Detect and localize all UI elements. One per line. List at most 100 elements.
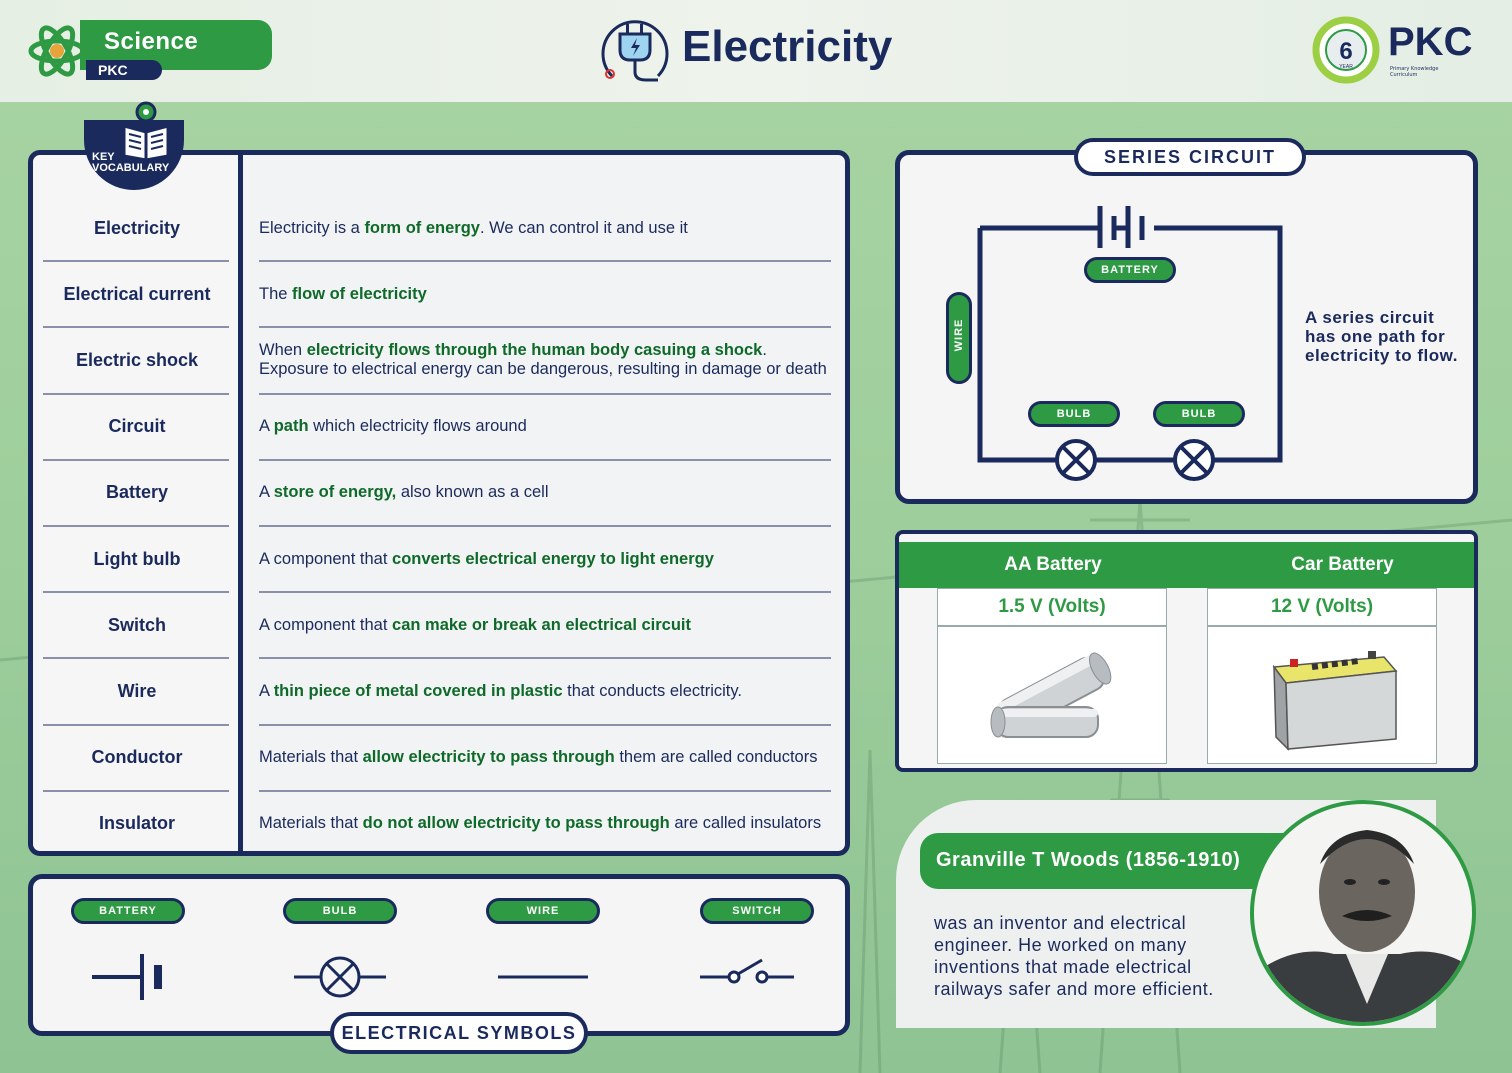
- pkc-logo: PKC: [1388, 20, 1473, 64]
- bulb-symbol-icon: [294, 956, 386, 998]
- definition-keyword: allow electricity to pass through: [362, 748, 615, 767]
- row-divider: [43, 657, 229, 660]
- row-divider: [43, 524, 229, 527]
- atom-logo-icon: [28, 25, 86, 77]
- car-battery-header: Car Battery: [1207, 542, 1474, 588]
- symbol-label-battery: BATTERY: [71, 898, 185, 924]
- vocabulary-term: Insulator: [98, 813, 175, 834]
- battery-comparison-panel: AA Battery Car Battery 1.5 V (Volts) 12 …: [895, 530, 1478, 772]
- vocabulary-definition: A component that converts electrical ene…: [259, 526, 831, 592]
- definition-text: A: [259, 681, 274, 700]
- key-vocabulary-label: KEY VOCABULARY: [92, 151, 170, 174]
- vocabulary-definition: When electricity flows through the human…: [259, 327, 831, 393]
- vocabulary-panel: Electricity Electricity is a form of ener…: [28, 150, 850, 856]
- definition-text: The: [259, 284, 293, 303]
- brand-tag: PKC: [86, 60, 162, 80]
- row-divider: [259, 657, 831, 660]
- vocabulary-row: Conductor Materials that allow electricit…: [33, 725, 845, 792]
- book-icon: [122, 101, 170, 162]
- definition-text: that conducts electricity.: [562, 681, 742, 700]
- vocabulary-definition: A path which electricity flows around: [259, 394, 831, 460]
- aa-battery-voltage: 1.5 V (Volts): [937, 588, 1167, 626]
- series-circuit-description: A series circuit has one path for electr…: [1305, 308, 1458, 365]
- symbol-label-bulb: BULB: [283, 898, 397, 924]
- year-label: YEAR: [1339, 64, 1353, 70]
- vocabulary-term: Wire: [117, 680, 157, 701]
- vocabulary-term: Battery: [105, 482, 169, 503]
- circuit-bulb-2: [1173, 439, 1215, 481]
- vocabulary-definition: The flow of electricity: [259, 261, 831, 327]
- switch-symbol-icon: [700, 958, 794, 984]
- row-divider: [43, 723, 229, 726]
- definition-text: Materials that: [259, 814, 363, 833]
- vocabulary-row: Insulator Materials that do not allow ele…: [33, 791, 845, 857]
- definition-text: also known as a cell: [396, 483, 549, 502]
- vocabulary-row: Battery A store of energy, also known as …: [33, 460, 845, 527]
- definition-keyword: flow of electricity: [292, 284, 427, 303]
- vocabulary-term: Electric shock: [75, 349, 199, 370]
- vocabulary-term: Light bulb: [93, 548, 181, 569]
- definition-text: A: [259, 483, 274, 502]
- row-divider: [43, 260, 229, 263]
- row-divider: [259, 260, 831, 263]
- row-divider: [43, 591, 229, 594]
- electrical-symbols-title: ELECTRICAL SYMBOLS: [330, 1012, 588, 1054]
- vocabulary-definition: Electricity is a form of energy. We can …: [259, 195, 831, 261]
- circuit-battery-label: BATTERY: [1084, 257, 1176, 283]
- circuit-bulb-label-2: BULB: [1153, 401, 1245, 427]
- definition-keyword: path: [273, 417, 309, 436]
- aa-battery-image: [937, 626, 1167, 764]
- row-divider: [43, 326, 229, 329]
- aa-battery-header: AA Battery: [899, 542, 1207, 588]
- row-divider: [259, 458, 831, 461]
- definition-text: which electricity flows around: [308, 417, 527, 436]
- row-divider: [259, 326, 831, 329]
- definition-text: . Exposure to electrical energy can be d…: [259, 341, 827, 379]
- definition-text: A component that: [259, 549, 393, 568]
- vocabulary-definition: A thin piece of metal covered in plastic…: [259, 658, 831, 724]
- car-battery-voltage: 12 V (Volts): [1207, 588, 1437, 626]
- vocabulary-term: Switch: [107, 614, 166, 635]
- definition-keyword: converts electrical energy to light ener…: [392, 549, 714, 568]
- definition-text: are called insulators: [669, 814, 822, 833]
- vocabulary-terms-column: [33, 155, 243, 851]
- car-battery-image: [1207, 626, 1437, 764]
- row-divider: [259, 524, 831, 527]
- circuit-wire-label-text: WIRE: [953, 318, 965, 352]
- series-circuit-title: SERIES CIRCUIT: [1074, 138, 1306, 176]
- row-divider: [259, 392, 831, 395]
- plug-icon: [601, 20, 669, 82]
- row-divider: [259, 723, 831, 726]
- page-title: Electricity: [682, 22, 893, 71]
- series-circuit-diagram: [977, 206, 1283, 481]
- circuit-wire-label: WIRE: [946, 292, 972, 384]
- definition-keyword: thin piece of metal covered in plastic: [273, 681, 563, 700]
- granville-woods-bio: was an inventor and electrical engineer.…: [934, 913, 1214, 999]
- row-divider: [259, 591, 831, 594]
- definition-text: Materials that: [259, 748, 363, 767]
- definition-keyword: electricity flows through the human body…: [306, 341, 763, 360]
- vocabulary-row: Electric shock When electricity flows thr…: [33, 327, 845, 395]
- vocabulary-row: Wire A thin piece of metal covered in pla…: [33, 658, 845, 726]
- row-divider: [43, 392, 229, 395]
- row-divider: [43, 458, 229, 461]
- granville-woods-name: Granville T Woods (1856-1910): [920, 833, 1290, 889]
- definition-keyword: can make or break an electrical circuit: [392, 615, 692, 634]
- definition-keyword: store of energy,: [273, 483, 397, 502]
- vocabulary-term: Electrical current: [63, 283, 211, 304]
- vocabulary-definition: A store of energy, also known as a cell: [259, 460, 831, 526]
- definition-keyword: form of energy: [364, 218, 480, 237]
- vocabulary-row: Electrical current The flow of electricit…: [33, 261, 845, 329]
- definition-text: A: [259, 417, 274, 436]
- definition-text: them are called conductors: [614, 748, 818, 767]
- definition-text: Electricity is a: [259, 218, 365, 237]
- vocabulary-term: Electricity: [93, 217, 181, 238]
- circuit-bulb-1: [1055, 439, 1097, 481]
- vocabulary-term: Conductor: [91, 747, 183, 768]
- vocabulary-term: Circuit: [108, 416, 166, 437]
- vocabulary-row: Electricity Electricity is a form of ener…: [33, 195, 845, 263]
- definition-text: When: [259, 341, 307, 360]
- wire-symbol-icon: [498, 975, 588, 979]
- vocabulary-definition: Materials that do not allow electricity …: [259, 791, 831, 857]
